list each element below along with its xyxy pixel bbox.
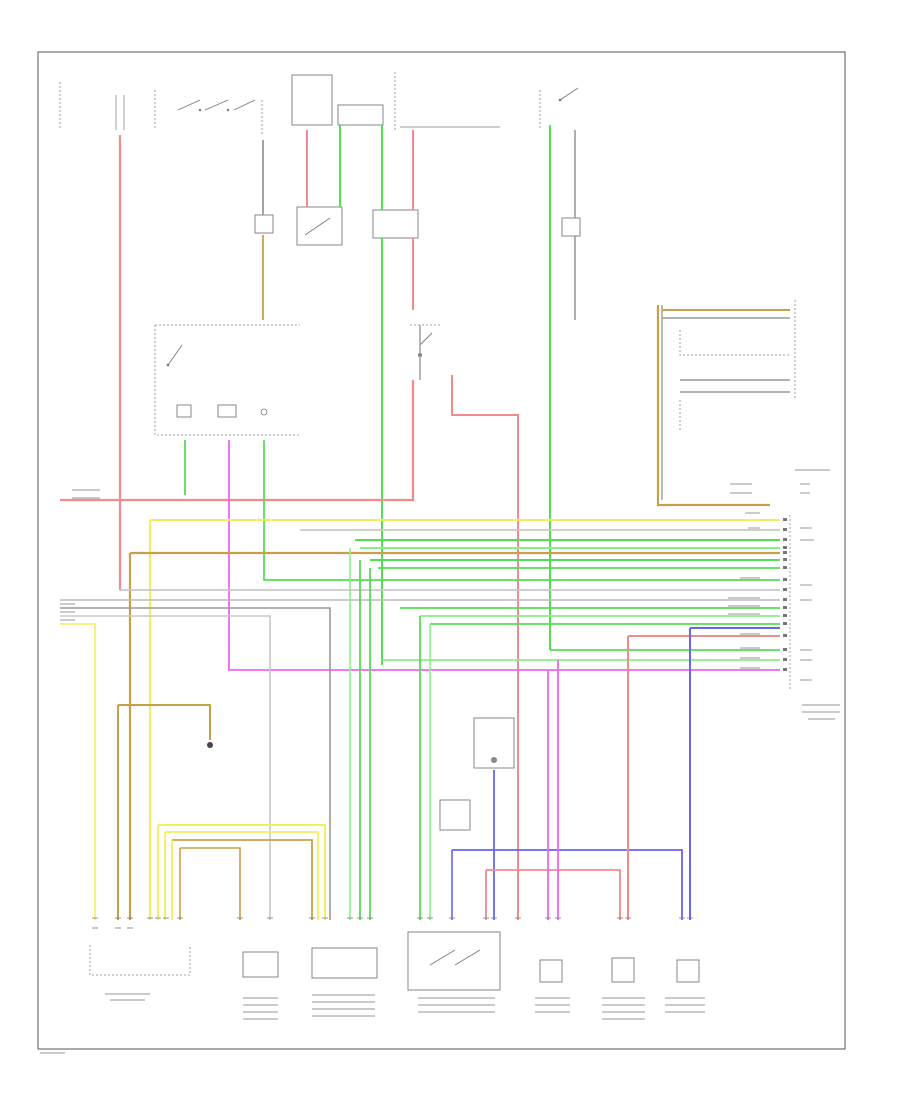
o2-sensor-lower <box>207 742 213 748</box>
combination-meter <box>154 324 300 436</box>
relay-blocks <box>254 206 581 246</box>
right-sensor-block <box>656 300 796 507</box>
center-switch <box>410 324 440 357</box>
parking-brake-sw <box>439 799 471 831</box>
vehicle-speed-sensor <box>473 717 515 769</box>
ecm-connector <box>783 515 791 690</box>
bus-wires <box>60 519 780 920</box>
vertical-wires <box>60 125 780 920</box>
top-fuses <box>59 72 579 135</box>
bottom-connectors <box>89 917 700 991</box>
diagram-frame <box>37 51 846 1050</box>
ecm-pin-label-marks <box>40 469 840 1054</box>
lower-wires <box>157 548 691 920</box>
